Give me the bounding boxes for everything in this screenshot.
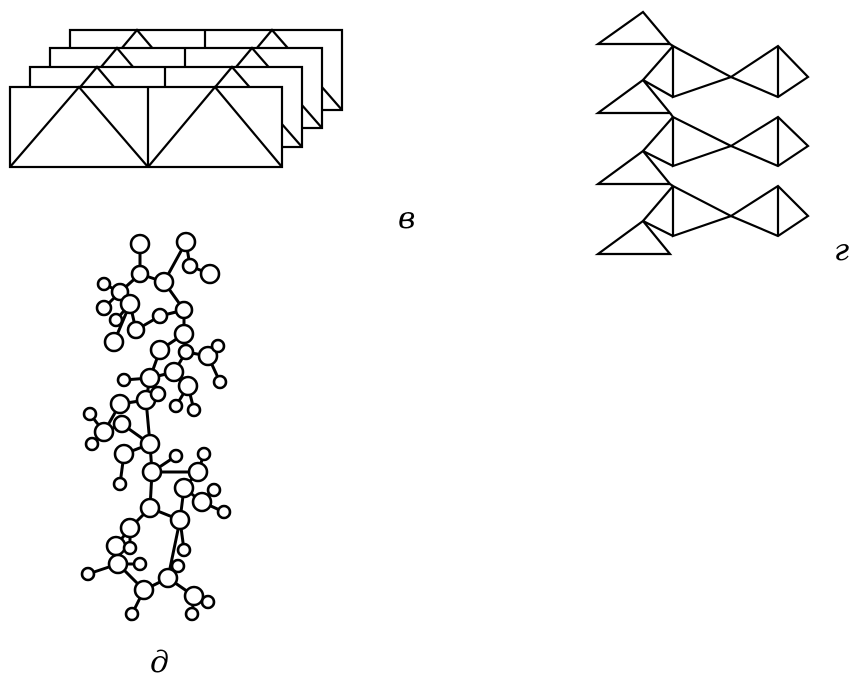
helix-atom xyxy=(212,374,228,390)
helix-atom xyxy=(141,461,163,483)
helix-atom xyxy=(197,345,219,367)
tetrahedron-left-2 xyxy=(594,78,673,115)
tetrahedron-left-3 xyxy=(594,149,673,186)
helix-atom xyxy=(122,540,138,556)
bowtie-row-3 xyxy=(642,150,810,238)
helix-atom xyxy=(149,339,171,361)
helix-atom xyxy=(157,567,179,589)
helix-atom xyxy=(93,421,115,443)
helix-atom xyxy=(176,542,192,558)
helix-atom xyxy=(82,406,98,422)
helix-atom xyxy=(119,293,141,315)
helix-atom xyxy=(107,553,129,575)
helix-atom xyxy=(169,509,191,531)
helix-atom xyxy=(168,448,184,464)
helix-atom xyxy=(96,276,112,292)
helix-atom xyxy=(177,375,199,397)
helix-atom xyxy=(206,482,222,498)
helix-atom xyxy=(151,307,169,325)
helix-atom xyxy=(175,231,197,253)
helix-atom xyxy=(112,476,128,492)
panel-label-v: в xyxy=(398,201,416,236)
tetrahedron-left-4 xyxy=(594,219,673,256)
helix-atom xyxy=(119,517,141,539)
helix-atom xyxy=(183,585,205,607)
helix-atom xyxy=(116,372,132,388)
helix-atom xyxy=(105,535,127,557)
helix-atom xyxy=(109,393,131,415)
helix-atom xyxy=(112,414,132,434)
panel-label-d: д xyxy=(150,645,170,680)
helix-atom xyxy=(139,497,161,519)
helix-atom xyxy=(181,257,199,275)
helix-atom xyxy=(200,594,216,610)
panel-label-g: г xyxy=(834,233,850,268)
helix-atom xyxy=(199,263,221,285)
helix-atom xyxy=(173,477,195,499)
sheet-layer-1 xyxy=(8,85,284,169)
layered-sheets-figure xyxy=(8,28,344,169)
tetrahedra-chain-figure xyxy=(594,10,810,256)
helix-atom xyxy=(84,436,100,452)
helix-atom xyxy=(124,606,140,622)
helix-atom xyxy=(108,312,124,328)
ball-and-stick-helix-figure xyxy=(80,231,232,622)
helix-atom xyxy=(196,446,212,462)
helix-atom xyxy=(132,556,148,572)
helix-atom xyxy=(129,233,151,255)
helix-atom xyxy=(126,320,146,340)
helix-atom xyxy=(177,343,195,361)
helix-atom xyxy=(133,579,155,601)
bowtie-row-1 xyxy=(642,43,810,99)
helix-atom xyxy=(216,504,232,520)
helix-atom xyxy=(113,443,135,465)
bowtie-row-2 xyxy=(642,79,810,168)
helix-atom xyxy=(103,331,125,353)
helix-atom xyxy=(153,271,175,293)
helix-atom xyxy=(186,402,202,418)
helix-atom xyxy=(184,606,200,622)
helix-atom xyxy=(168,398,184,414)
helix-atom xyxy=(187,461,209,483)
helix-atom xyxy=(163,361,185,383)
helix-atom xyxy=(173,323,195,345)
helix-atom xyxy=(191,491,213,513)
helix-atom xyxy=(174,300,194,320)
helix-atom xyxy=(170,558,186,574)
helix-atom xyxy=(130,264,150,284)
helix-atom xyxy=(139,367,161,389)
tetrahedron-left-1 xyxy=(594,10,673,46)
helix-atom xyxy=(139,433,161,455)
helix-atom xyxy=(210,338,226,354)
helix-atom xyxy=(95,299,113,317)
helix-atom xyxy=(149,385,167,403)
helix-atom xyxy=(80,566,96,582)
